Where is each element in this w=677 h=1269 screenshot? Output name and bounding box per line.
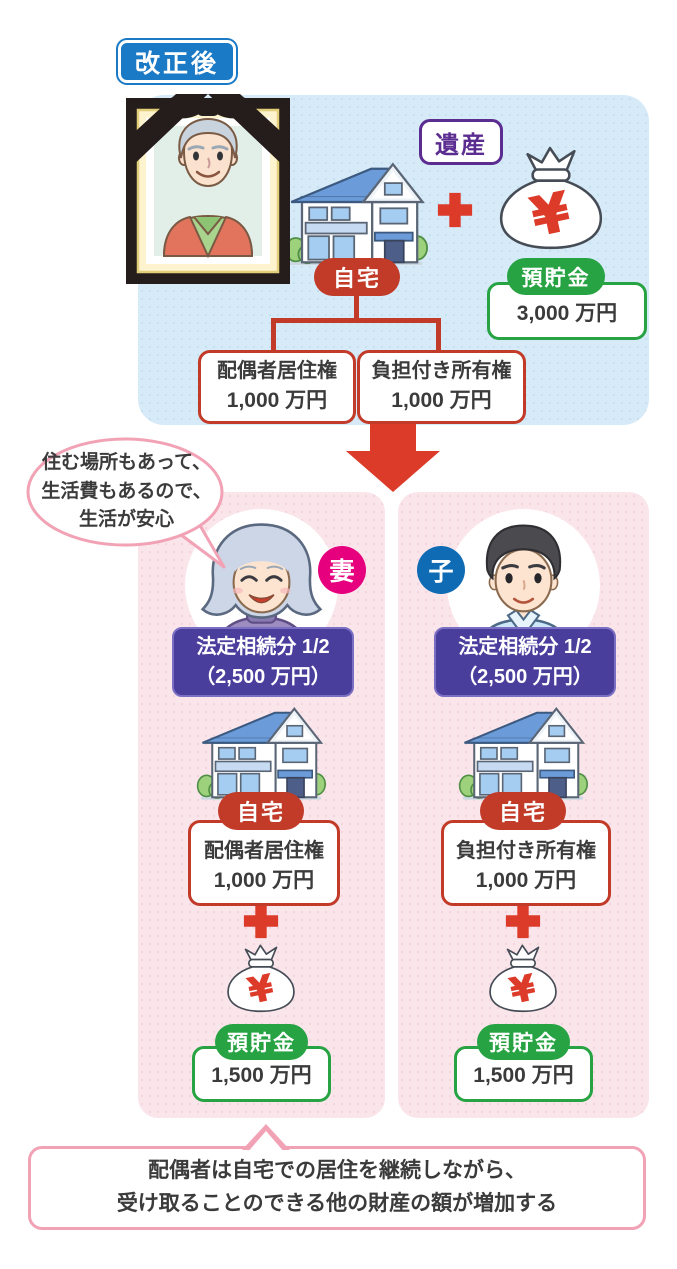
- wife-share-title: 法定相続分 1/2: [196, 636, 330, 658]
- wife-savings-amount: 1,500 万円: [211, 1063, 312, 1087]
- savings-amount: 3,000 万円: [516, 301, 618, 325]
- home-badge: 自宅: [218, 792, 304, 830]
- speech-line: 住む場所もあって、: [41, 452, 212, 473]
- revision-after-badge: 改正後: [118, 40, 236, 83]
- house-icon: [284, 157, 428, 274]
- plus-icon: [504, 902, 542, 940]
- home-badge: 自宅: [314, 258, 400, 296]
- speech-bubble-text: 住む場所もあって、 生活費もあるので、 生活が安心: [30, 449, 223, 535]
- wife-right-amount: 1,000 万円: [213, 869, 315, 893]
- residence-right-amount: 1,000 万円: [226, 389, 328, 413]
- branch-drop-right: [436, 318, 441, 352]
- child-right-amount: 1,000 万円: [475, 869, 577, 893]
- memorial-portrait: [124, 92, 292, 286]
- branch-drop-left: [271, 318, 276, 352]
- money-bag-icon: [222, 943, 300, 1015]
- speech-bubble-shape: [26, 437, 226, 569]
- child-share-amount: （2,500 万円）: [457, 666, 593, 688]
- child-right-title: 負担付き所有権: [456, 840, 596, 863]
- child-share-title: 法定相続分 1/2: [458, 636, 592, 658]
- wife-role-badge: 妻: [318, 546, 366, 594]
- plus-icon: [242, 902, 280, 940]
- speech-line: 生活費もあるので、: [41, 480, 212, 502]
- branch-bar: [271, 318, 441, 323]
- wife-share-amount: （2,500 万円）: [195, 666, 331, 688]
- wife-savings-box: 1,500 万円: [192, 1046, 331, 1102]
- child-savings-amount: 1,500 万円: [473, 1063, 574, 1087]
- branch-stem: [354, 294, 359, 321]
- wife-right-title: 配偶者居住権: [204, 840, 324, 863]
- burdened-ownership-title: 負担付き所有権: [371, 360, 512, 383]
- child-share-box: 法定相続分 1/2 （2,500 万円）: [434, 627, 616, 697]
- plus-icon: [436, 191, 474, 229]
- residence-right-box: 配偶者居住権 1,000 万円: [198, 350, 356, 424]
- residence-right-title: 配偶者居住権: [217, 360, 337, 383]
- home-badge: 自宅: [480, 792, 566, 830]
- wife-share-box: 法定相続分 1/2 （2,500 万円）: [172, 627, 354, 697]
- footer-line: 配偶者は自宅での居住を継続しながら、: [148, 1159, 526, 1183]
- burdened-ownership-amount: 1,000 万円: [391, 389, 492, 413]
- savings-badge: 預貯金: [215, 1024, 308, 1060]
- child-role-badge: 子: [417, 546, 465, 594]
- money-bag-icon: [484, 943, 562, 1015]
- burdened-ownership-box: 負担付き所有権 1,000 万円: [357, 350, 526, 424]
- money-bag-icon: [492, 145, 610, 253]
- speech-line: 生活が安心: [78, 509, 174, 530]
- child-burdened-ownership-box: 負担付き所有権 1,000 万円: [441, 820, 611, 906]
- wife-residence-right-box: 配偶者居住権 1,000 万円: [188, 820, 340, 906]
- down-arrow-icon: [345, 423, 441, 493]
- footer-line: 受け取ることのできる他の財産の額が増加する: [116, 1192, 558, 1215]
- speech-bubble: 住む場所もあって、 生活費もあるので、 生活が安心: [24, 436, 229, 571]
- estate-legend: 遺産: [419, 119, 503, 165]
- savings-badge: 預貯金: [477, 1024, 570, 1060]
- savings-badge: 預貯金: [507, 258, 605, 295]
- footer-callout: 配偶者は自宅での居住を継続しながら、 受け取ることのできる他の財産の額が増加する: [28, 1124, 646, 1230]
